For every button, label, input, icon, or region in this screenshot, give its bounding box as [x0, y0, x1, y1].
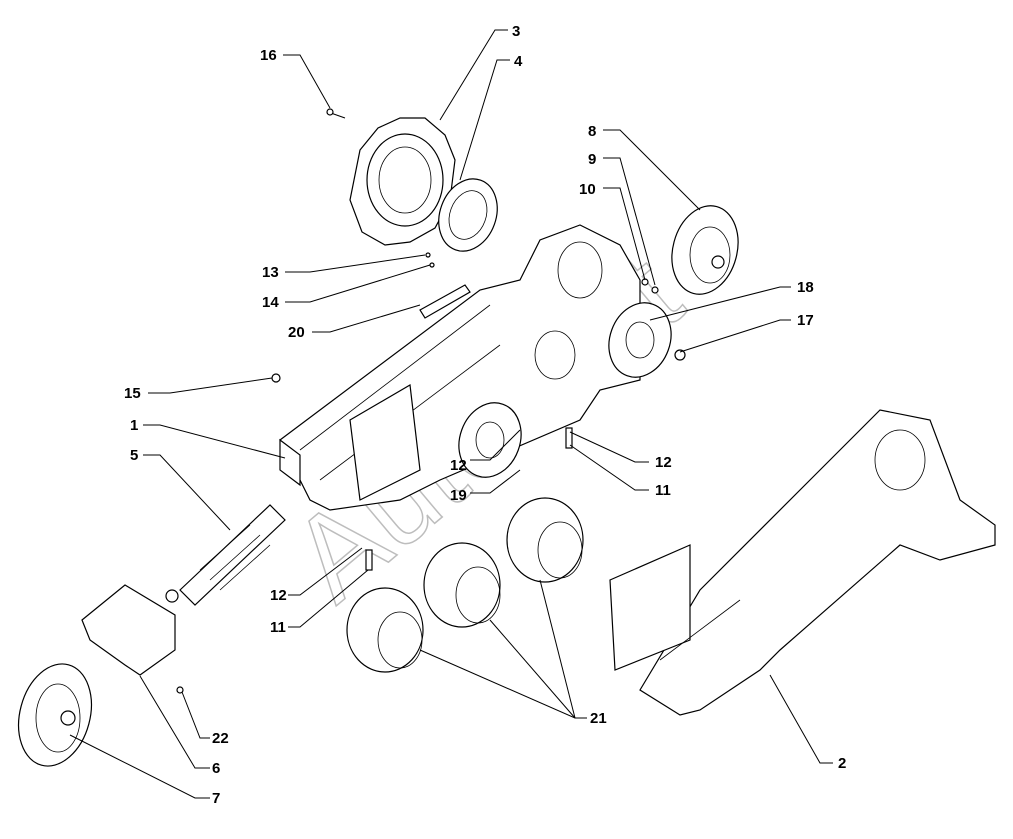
callout-9: 9 — [588, 151, 596, 168]
callout-8: 8 — [588, 123, 596, 140]
callout-7: 7 — [212, 790, 220, 807]
bolt-part-14 — [429, 262, 435, 268]
plate-part-18 — [608, 302, 672, 378]
track-frame-part-2 — [609, 409, 996, 716]
callout-12-right: 12 — [655, 454, 672, 471]
roller-part-21-c — [506, 497, 584, 583]
callout-17: 17 — [797, 312, 814, 329]
bolt-part-15 — [271, 373, 281, 383]
roller-part-21-b — [423, 542, 501, 628]
callout-2: 2 — [838, 755, 846, 772]
roller-part-21-a — [346, 587, 424, 673]
track-frame-part-1 — [279, 224, 641, 511]
callout-16: 16 — [260, 47, 277, 64]
callout-6: 6 — [212, 760, 220, 777]
callout-11-right: 11 — [655, 482, 671, 499]
callout-13: 13 — [262, 264, 279, 281]
strip-part-20 — [419, 284, 471, 319]
bolt-part-17 — [674, 349, 686, 361]
idler-wheel-part-8 — [671, 205, 739, 295]
callout-22: 22 — [212, 730, 229, 747]
bolt-part-16 — [326, 108, 346, 119]
sprocket-part-3 — [349, 117, 456, 246]
callout-12-center: 12 — [450, 457, 467, 474]
bolt-part-9 — [651, 286, 659, 294]
bolt-part-11-right — [565, 427, 573, 449]
callout-20: 20 — [288, 324, 305, 341]
callout-12-left: 12 — [270, 587, 287, 604]
callout-21: 21 — [590, 710, 607, 727]
callout-4: 4 — [514, 53, 523, 70]
tension-spring-part-5 — [165, 504, 286, 606]
callout-3: 3 — [512, 23, 520, 40]
bracket-part-6 — [81, 584, 176, 676]
callout-18: 18 — [797, 279, 814, 296]
leader-lines — [69, 29, 833, 799]
ring-plate-part-4 — [438, 178, 498, 252]
bolt-part-13 — [425, 252, 431, 258]
plate-part-19 — [458, 402, 522, 478]
pin-part-22 — [176, 686, 184, 694]
bolt-part-11-left — [365, 549, 373, 571]
callout-11-left: 11 — [270, 619, 286, 636]
callout-1: 1 — [130, 417, 138, 434]
callout-19: 19 — [450, 487, 467, 504]
callout-labels: 16 3 4 8 9 10 13 14 20 18 17 15 1 5 12 1… — [124, 23, 846, 807]
callout-14: 14 — [262, 294, 279, 311]
front-idler-part-7 — [18, 663, 92, 767]
callout-15: 15 — [124, 385, 141, 402]
callout-5: 5 — [130, 447, 138, 464]
callout-10: 10 — [579, 181, 596, 198]
